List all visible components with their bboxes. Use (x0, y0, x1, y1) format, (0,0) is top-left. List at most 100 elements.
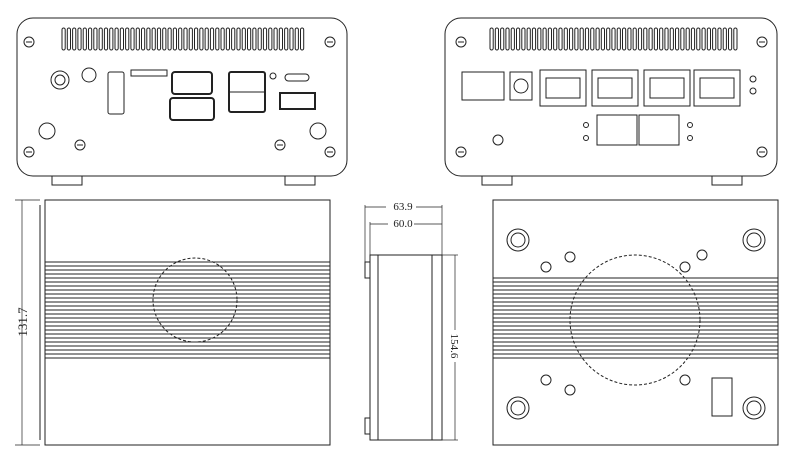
rear-view (444, 17, 778, 186)
vent-slot (225, 27, 231, 51)
rj45-socket (649, 77, 685, 99)
vent-slot (680, 27, 685, 51)
vent-slot (98, 27, 103, 51)
fan-outline (152, 257, 238, 343)
mount-hole-icon (309, 122, 327, 140)
antenna-hole-icon (749, 87, 757, 95)
vent-slot (273, 27, 278, 51)
screw-hole-icon (679, 374, 691, 386)
vent-slot (701, 27, 706, 51)
vent-slot (61, 27, 66, 51)
vent-slot (706, 27, 711, 51)
front-vents (61, 27, 305, 51)
screw-icon (324, 146, 336, 158)
vent-slot (669, 27, 674, 51)
side-view: 131.7 (15, 199, 331, 446)
screw-icon (756, 146, 768, 158)
vent-slot (241, 27, 246, 51)
vent-slot (648, 27, 653, 51)
vent-slot (500, 27, 505, 51)
front-foot-right (284, 175, 316, 186)
vent-slot (109, 27, 114, 51)
vent-slot (547, 27, 552, 51)
vent-slot (516, 27, 521, 51)
vent-slot (72, 27, 77, 51)
screw-hole-icon (540, 374, 552, 386)
rear-screws (455, 36, 768, 158)
side-foot (364, 417, 371, 435)
vent-slot (675, 27, 680, 51)
vent-slot (247, 27, 252, 51)
vent-slot (268, 27, 273, 51)
vent-slot (204, 27, 209, 51)
vent-slot (685, 27, 690, 51)
bottom-cooling-fins (493, 277, 778, 359)
vent-slot (178, 27, 183, 51)
vent-slot (93, 27, 98, 51)
vent-slot (199, 27, 204, 51)
audio-jack-icon (81, 67, 97, 83)
ethernet-ports (539, 69, 741, 107)
vent-slot (289, 27, 294, 51)
rubber-foot-icon (506, 228, 530, 252)
overall-depth-label: 63.9 (393, 201, 413, 213)
screw-icon (455, 36, 467, 48)
led-icon (687, 135, 693, 141)
dc-power-jack-frame (509, 71, 533, 101)
vent-slot (637, 27, 643, 51)
sd-card-slot-icon (130, 69, 168, 77)
vent-slot (616, 27, 621, 51)
rubber-foot-icon (506, 396, 530, 420)
narrow-side-view: 63.9 60.0 154.6 (364, 200, 461, 441)
vent-slot (690, 27, 696, 51)
front-screws (23, 36, 336, 158)
usb-a-port-icon (279, 92, 316, 110)
front-view (16, 17, 348, 186)
vent-slot (574, 27, 579, 51)
screw-hole-icon (696, 249, 708, 261)
led-icon (583, 135, 589, 141)
rj45-socket (699, 77, 735, 99)
hdmi-port-icon (107, 71, 125, 115)
rubber-foot-icon (742, 228, 766, 252)
rj45-socket (545, 77, 581, 99)
vent-slot (537, 27, 542, 51)
vent-slot (595, 27, 600, 51)
vent-slot (156, 27, 162, 51)
screw-hole-icon (679, 261, 691, 273)
vent-slot (114, 27, 119, 51)
vesa-slot-icon (711, 377, 733, 417)
screw-icon (23, 36, 35, 48)
vent-slot (162, 27, 167, 51)
sfp-port-icon (638, 114, 680, 146)
vent-slot (257, 27, 262, 51)
vent-slot (664, 27, 669, 51)
narrow-side-outline (369, 254, 443, 441)
vent-slot (278, 27, 283, 51)
vent-slot (284, 27, 289, 51)
vent-slot (215, 27, 220, 51)
side-cooling-fins (45, 261, 330, 359)
vent-slot (643, 27, 648, 51)
vent-slot (209, 27, 215, 51)
vent-slot (728, 27, 733, 51)
vent-slot (606, 27, 611, 51)
vent-slot (717, 27, 722, 51)
rubber-foot-icon (742, 396, 766, 420)
vent-slot (489, 27, 494, 51)
vent-slot (722, 27, 727, 51)
vent-slot (130, 27, 135, 51)
vent-slot (600, 27, 605, 51)
rubber-foot-inner (746, 400, 762, 416)
sfp-port-icon (596, 114, 638, 146)
front-panel-outline (16, 17, 348, 177)
vent-slot (569, 27, 574, 51)
vent-slot (542, 27, 547, 51)
led-indicator-icon (269, 72, 277, 80)
vent-slot (553, 27, 558, 51)
vent-slot (584, 27, 590, 51)
label-bg (449, 330, 461, 362)
vent-slot (77, 27, 82, 51)
dc-power-jack-icon (513, 78, 529, 94)
